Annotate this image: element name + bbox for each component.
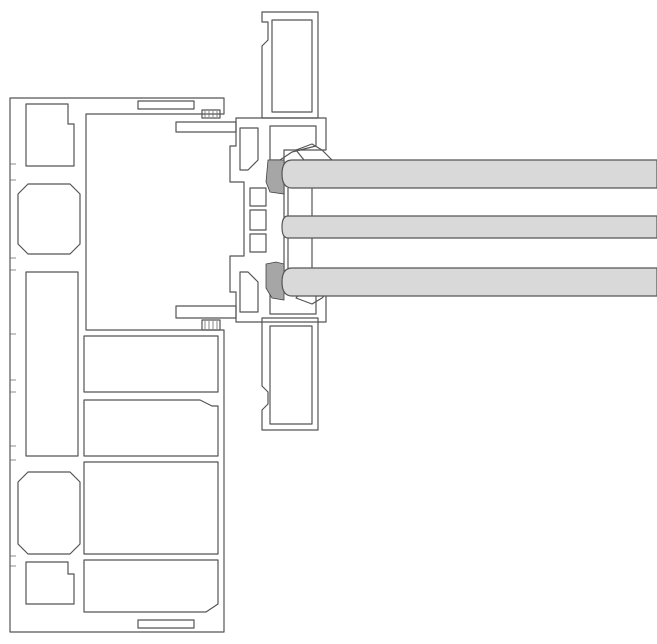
chamber-tall-left <box>25 271 79 457</box>
glass-pane-inner <box>281 267 657 297</box>
bead-top <box>269 125 317 161</box>
thermal-break-top <box>175 109 237 133</box>
chamber-right-4 <box>83 559 219 613</box>
glass-pane-middle <box>281 215 657 239</box>
edge-ribs <box>10 163 16 567</box>
upper-cover-inner <box>271 19 313 113</box>
chamber-right-2 <box>83 399 219 457</box>
thermal-break-bottom <box>175 305 237 331</box>
upper-cover-profile <box>261 11 319 119</box>
main-frame-profile <box>9 97 225 633</box>
spacer-lower <box>287 238 313 268</box>
chamber-octagon-upper <box>17 183 81 255</box>
chamber-right-3 <box>83 461 219 555</box>
lower-cover-profile <box>261 317 319 431</box>
sash-hook-bottom <box>239 271 259 313</box>
spacer-upper <box>287 188 313 216</box>
outer-lip-top <box>295 143 333 161</box>
sash-cell-2 <box>249 209 267 231</box>
top-slot <box>137 100 195 110</box>
glass-pane-outer <box>281 159 657 189</box>
gasket-top-icon <box>265 159 285 195</box>
gasket-bottom-icon <box>265 261 285 301</box>
bottom-slot <box>137 619 195 629</box>
chamber-lower-left <box>25 561 75 605</box>
main-frame-outline <box>9 97 225 633</box>
lower-cover-inner <box>269 325 313 425</box>
chamber-right-1 <box>83 335 219 393</box>
sash-cell-1 <box>249 187 267 207</box>
sash-hook-top <box>239 127 259 171</box>
chamber-octagon-lower <box>17 471 81 555</box>
chamber-upper-left <box>25 103 75 167</box>
sash-cell-3 <box>249 233 267 253</box>
insulating-glass-unit <box>281 159 657 297</box>
